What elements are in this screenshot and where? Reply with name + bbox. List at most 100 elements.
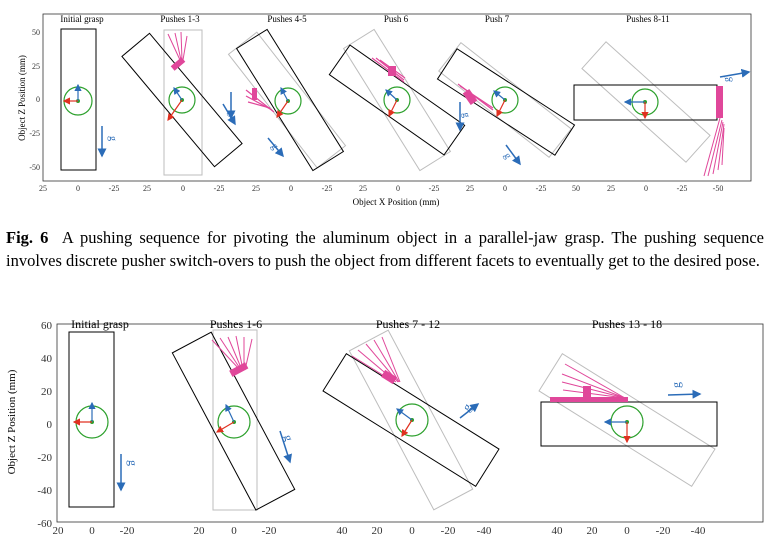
x-tick: -25 [429,184,440,193]
panel-initial-grasp: g [68,331,140,508]
object-outline [68,331,115,508]
panel-title: Pushes 7 - 12 [376,317,440,331]
x-tick: 0 [503,184,507,193]
x-tick: 25 [607,184,615,193]
gravity-label: g [460,112,472,119]
x-tick: -25 [109,184,120,193]
object-outline [121,32,243,168]
panel-push-6: g [328,28,472,172]
panel-pushes-4-5: g [226,28,347,172]
panel-initial-grasp: g [60,28,118,171]
gravity-label: g [501,151,513,161]
y-tick: 60 [41,320,53,332]
x-tick: -20 [441,525,456,536]
pusher [388,66,396,76]
gravity-label: g [281,433,296,442]
x-tick: 40 [552,525,564,536]
panel-title: Pushes 1-6 [210,317,262,331]
x-tick: 25 [39,184,47,193]
gravity-label: g [107,136,118,141]
x-tick: 0 [231,525,237,536]
x-tick: -25 [677,184,688,193]
panel-title: Initial grasp [71,317,129,331]
x-tick: 0 [181,184,185,193]
x-tick: 0 [409,525,415,536]
x-tick: 25 [252,184,260,193]
panel-pushes-1-3: g [121,29,243,176]
panel-pushes-13-18: g [538,352,718,488]
x-tick: 0 [644,184,648,193]
x-tick: -40 [691,525,706,536]
bottom-figure: 60 40 20 0 -20 -40 -60 Object Z Position… [6,317,764,536]
y-tick: -25 [29,129,40,138]
x-tick: -25 [322,184,333,193]
figure-caption: Fig. 6 A pushing sequence for pivoting t… [6,226,764,272]
top-plot-frame [42,13,752,182]
panel-title: Push 7 [485,14,510,24]
x-tick: 40 [337,525,349,536]
gravity-label: g [722,77,733,82]
y-tick: -60 [37,518,52,530]
pusher [462,88,478,106]
x-tick: 20 [587,525,599,536]
x-tick: 20 [53,525,65,536]
y-tick: -50 [29,163,40,172]
x-tick: -20 [262,525,277,536]
object-outline [328,44,466,156]
object-outline [171,331,296,511]
x-tick: 0 [76,184,80,193]
x-axis-label: Object X Position (mm) [353,197,440,207]
object-outline [540,401,718,447]
x-tick: -20 [120,525,135,536]
x-tick: 0 [89,525,95,536]
ghost-object [163,29,203,176]
panel-title: Push 6 [384,14,409,24]
caption-text: A pushing sequence for pivoting the alum… [6,228,765,270]
y-tick: 0 [36,95,40,104]
object-outline [436,48,576,156]
x-tick: 25 [359,184,367,193]
y-tick: 25 [32,62,40,71]
y-tick: -20 [37,452,52,464]
y-axis-label: Object Z Position (mm) [17,55,27,141]
x-tick: 25 [466,184,474,193]
pusher [380,369,398,385]
panel-title: Pushes 13 - 18 [592,317,662,331]
x-tick: -40 [477,525,492,536]
caption-label: Fig. 6 [6,228,49,247]
y-tick: 0 [47,419,53,431]
panel-pushes-1-6: g [171,329,296,511]
pusher [716,86,723,118]
panel-pushes-8-11: g [573,41,751,177]
panel-push-7: g [436,42,576,166]
panel-title: Pushes 4-5 [267,14,307,24]
y-tick: 50 [32,28,40,37]
gravity-label: g [460,400,475,414]
y-tick: 40 [41,353,53,365]
x-tick: 20 [372,525,384,536]
panel-title: Initial grasp [60,14,104,24]
x-tick: 25 [143,184,151,193]
gravity-label: g [269,141,281,151]
x-tick: 0 [396,184,400,193]
x-tick: 0 [624,525,630,536]
object-outline [322,352,500,488]
panel-title: Pushes 1-3 [160,14,200,24]
panel-pushes-7-12: g [322,329,500,511]
pusher [252,88,257,100]
object-outline [60,28,97,171]
x-tick: -20 [656,525,671,536]
bottom-plot-frame [56,323,764,523]
gravity-label: g [669,382,683,388]
x-tick: -50 [713,184,724,193]
object-outline [235,28,345,172]
x-tick: 0 [289,184,293,193]
top-figure: 50 25 0 -25 -50 Object Z Position (mm) O… [17,13,752,207]
panel-title: Pushes 8-11 [626,14,669,24]
pusher [550,397,628,402]
gravity-label: g [126,460,140,466]
x-tick: -25 [536,184,547,193]
pusher [170,57,186,71]
x-tick: -25 [214,184,225,193]
y-axis-label: Object Z Position (mm) [6,369,18,474]
